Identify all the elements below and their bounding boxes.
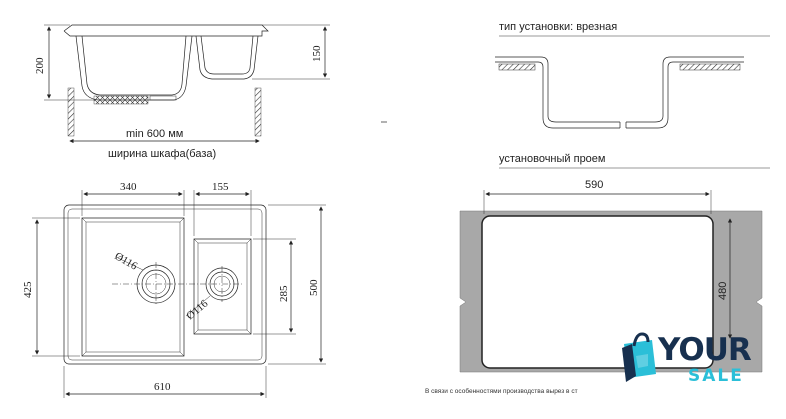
- total-width-label: 610: [154, 381, 171, 393]
- shopping-bag-icon: [622, 332, 656, 382]
- small-bowl-depth-label: 285: [278, 285, 290, 302]
- outer-depth-label: 500: [308, 279, 320, 296]
- top-view: Ø116 Ø116 340 155 425 285: [22, 181, 326, 398]
- cutout-height-label: 480: [717, 282, 729, 300]
- top-right-width-label: 155: [212, 181, 229, 193]
- side-section-view: 200 150 min 600 мм ширина шкафа(база): [34, 24, 330, 160]
- cabinet-width-caption: ширина шкафа(база): [108, 148, 216, 160]
- cutout-width-label: 590: [585, 179, 603, 191]
- top-left-width-label: 340: [120, 181, 137, 193]
- install-type-label: тип установки: врезная: [499, 21, 617, 33]
- side-height-label: 200: [34, 57, 46, 74]
- cutout-section: установочный проем 590 480 В связи с осо…: [425, 153, 770, 395]
- total-depth-label: 425: [22, 281, 34, 298]
- side-small-depth-label: 150: [311, 45, 323, 62]
- your-sale-badge[interactable]: YOUR SALE: [618, 330, 780, 386]
- badge-word-top: YOUR: [657, 332, 752, 368]
- install-type-section: тип установки: врезная: [495, 21, 770, 129]
- cutout-label: установочный проем: [499, 153, 605, 165]
- badge-word-bottom: SALE: [688, 366, 744, 386]
- drain-left-diameter: Ø116: [113, 250, 140, 273]
- min-width-label: min 600 мм: [126, 128, 183, 140]
- drain-right-diameter: Ø116: [184, 297, 211, 322]
- production-note: В связи с особенностями производства выр…: [425, 387, 578, 395]
